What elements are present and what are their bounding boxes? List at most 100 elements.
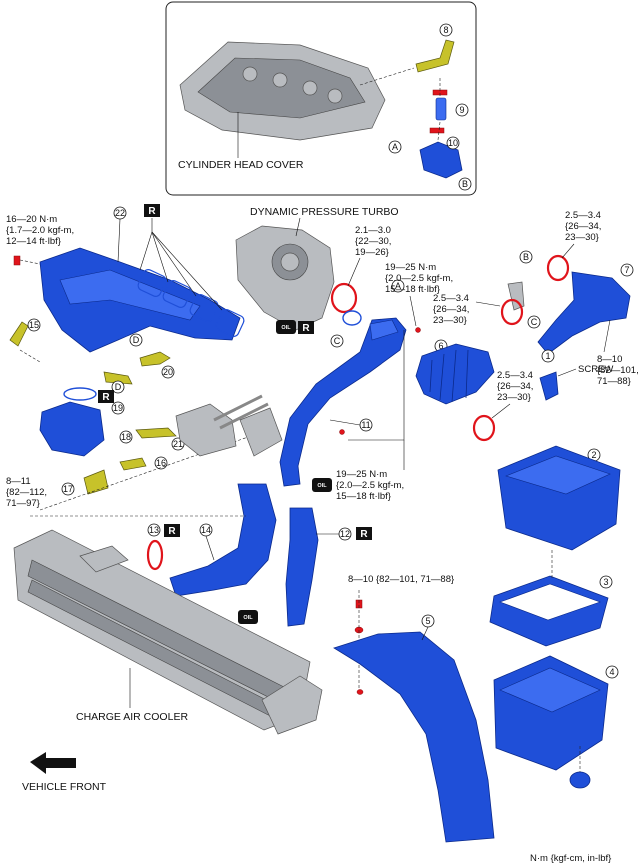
torque-8-11-l1: 8—11	[6, 476, 31, 487]
svg-text:OIL: OIL	[243, 615, 253, 621]
torque-8-11-l2: {82—112,	[6, 487, 47, 498]
torque-19-25-bot-l3: 15—18 ft·lbf}	[336, 491, 391, 502]
torque-2-1-3-l3: 19—26}	[355, 247, 389, 258]
hose-16	[119, 457, 147, 471]
label-vehicle-front: VEHICLE FRONT	[22, 781, 107, 793]
r-badge-13: R	[164, 524, 180, 537]
callout-18: 18	[119, 430, 133, 444]
clamp-upper-right	[546, 254, 570, 282]
label-cylinder-head-cover: CYLINDER HEAD COVER	[178, 159, 304, 171]
callout-8: 8	[439, 23, 453, 37]
charge-air-cooler	[13, 529, 323, 735]
torque-2-5-c-l3: 23—30}	[497, 392, 531, 403]
foot-rubber	[569, 771, 591, 789]
torque-19-25-top-l3: 15—18 ft·lbf}	[385, 284, 440, 295]
ref-c-mid: C	[330, 334, 344, 348]
ref-a-mid: A	[391, 279, 405, 293]
torque-2-5-b-l3: 23—30}	[433, 315, 467, 326]
svg-text:R: R	[360, 529, 368, 540]
torque-8-10-r-l3: 71—88}	[597, 376, 631, 387]
torque-2-5-a-l2: {26—34,	[565, 221, 601, 232]
svg-text:5: 5	[425, 616, 430, 626]
callout-1: 1	[541, 349, 555, 363]
svg-text:R: R	[148, 206, 156, 217]
ref-c-right: C	[527, 315, 541, 329]
torque-16-20-l1: 16—20 N·m	[6, 214, 57, 225]
svg-text:12: 12	[340, 529, 350, 539]
callout-4: 4	[605, 665, 619, 679]
svg-text:C: C	[531, 317, 538, 327]
svg-text:C: C	[334, 336, 341, 346]
hose-17	[83, 469, 109, 495]
svg-text:B: B	[462, 179, 468, 189]
callout-15: 15	[27, 318, 41, 332]
callout-16: 16	[154, 456, 168, 470]
gaskets	[137, 269, 245, 337]
oil-badge-1: OIL	[276, 320, 296, 334]
svg-text:A: A	[395, 281, 401, 291]
svg-text:13: 13	[149, 525, 159, 535]
intake-pipe-12	[285, 507, 319, 627]
clamp-lower-right	[472, 414, 496, 442]
callout-14: 14	[199, 523, 213, 537]
svg-text:22: 22	[115, 208, 125, 218]
svg-text:14: 14	[201, 525, 211, 535]
clamp-13	[146, 539, 164, 571]
svg-text:OIL: OIL	[317, 483, 327, 489]
r-badge-turbo: R	[298, 321, 314, 334]
svg-text:10: 10	[448, 138, 458, 148]
bellows-hose-6	[415, 343, 495, 405]
svg-text:8: 8	[443, 25, 448, 35]
svg-text:D: D	[115, 382, 122, 392]
units-note: N·m {kgf-cm, in-lbf}	[530, 853, 611, 864]
svg-text:17: 17	[63, 484, 73, 494]
svg-text:1: 1	[545, 351, 550, 361]
svg-text:18: 18	[121, 432, 131, 442]
svg-text:11: 11	[361, 420, 370, 430]
svg-text:4: 4	[609, 667, 614, 677]
torque-2-1-3-l1: 2.1—3.0	[355, 225, 391, 236]
intake-pipe-14	[169, 483, 277, 597]
svg-text:19: 19	[113, 403, 123, 413]
callout-9: 9	[455, 103, 469, 117]
callout-7: 7	[620, 263, 634, 277]
svg-text:3: 3	[603, 577, 608, 587]
svg-text:15: 15	[29, 320, 39, 330]
oil-badge-2: OIL	[312, 478, 332, 492]
callout-11: 11	[359, 418, 373, 432]
ref-d-2: D	[111, 380, 125, 394]
callout-19: 19	[111, 401, 125, 415]
torque-2-5-b-l2: {26—34,	[433, 304, 469, 315]
label-dynamic-pressure-turbo: DYNAMIC PRESSURE TURBO	[250, 206, 399, 218]
callout-13: 13	[147, 523, 161, 537]
air-cleaner-case-4	[493, 655, 609, 771]
turbocharger	[235, 225, 335, 331]
torque-19-25-top-l1: 19—25 N·m	[385, 262, 436, 273]
svg-text:21: 21	[173, 439, 183, 449]
r-badge-12: R	[356, 527, 372, 540]
label-screw: SCREW	[578, 364, 613, 375]
connector-9	[432, 89, 448, 121]
callout-5: 5	[421, 614, 435, 628]
torque-19-25-bot-l1: 19—25 N·m	[336, 469, 387, 480]
air-cleaner-cover-2	[497, 445, 621, 551]
svg-text:R: R	[102, 392, 110, 403]
pipes	[213, 394, 283, 457]
svg-text:R: R	[168, 526, 176, 537]
torque-2-5-b-l1: 2.5—3.4	[433, 293, 469, 304]
torque-2-5-a-l1: 2.5—3.4	[565, 210, 601, 221]
valve-10	[419, 141, 463, 179]
hose-20	[139, 351, 171, 367]
hose-19	[103, 371, 133, 385]
torque-2-1-3-l2: {22—30,	[355, 236, 391, 247]
torque-16-20-l2: {1.7—2.0 kgf-m,	[6, 225, 74, 236]
torque-19-25-bot-l2: {2.0—2.5 kgf-m,	[336, 480, 404, 491]
r-badge-oring: R	[98, 390, 114, 403]
torque-8-10-r-l1: 8—10	[597, 354, 622, 365]
svg-text:9: 9	[459, 105, 464, 115]
torque-2-5-c-l2: {26—34,	[497, 381, 533, 392]
callout-3: 3	[599, 575, 613, 589]
torque-2-5-a-l3: 23—30}	[565, 232, 599, 243]
torque-2-5-c-l1: 2.5—3.4	[497, 370, 533, 381]
svg-text:6: 6	[438, 341, 443, 351]
